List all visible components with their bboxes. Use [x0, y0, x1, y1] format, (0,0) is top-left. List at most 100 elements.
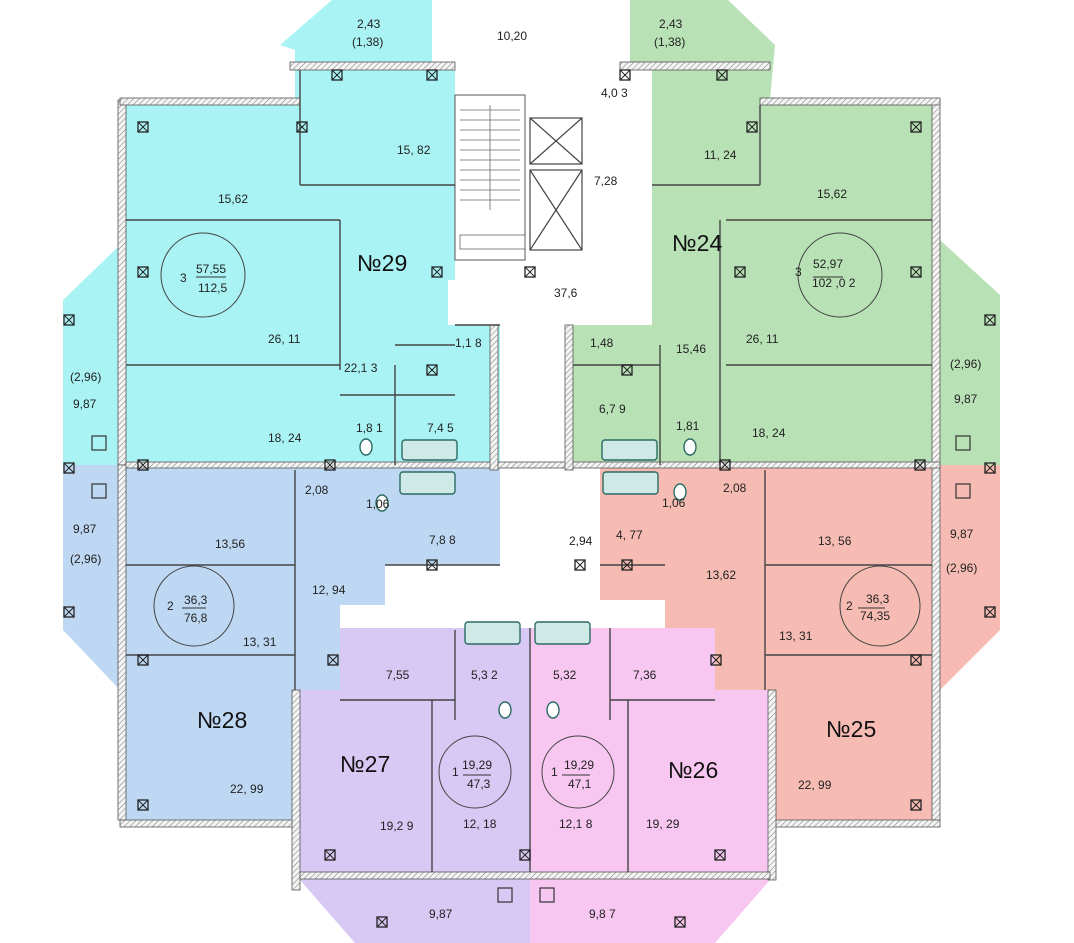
- apt24-rooms: 3: [795, 265, 802, 279]
- toilet-29: [359, 438, 373, 456]
- info-circle-27: [438, 735, 512, 809]
- bathtub-27: [464, 621, 521, 645]
- area-label: 1,06: [366, 497, 390, 511]
- area-label: 1,06: [662, 496, 686, 510]
- area-label: 15, 82: [397, 143, 431, 157]
- apartment-26-fill: [530, 628, 770, 943]
- area-label: 1,48: [590, 336, 614, 350]
- bathtub-25: [602, 471, 659, 495]
- area-label: 7,4 5: [427, 421, 454, 435]
- toilet-24: [683, 438, 697, 456]
- apt24-living: 52,97: [813, 257, 843, 271]
- info-circle-28: [153, 565, 235, 647]
- apt25-total: 74,35: [860, 609, 890, 623]
- room-area-labels: 2,43 (1,38) 2,43 (1,38) 10,20 4,0 3 7,28…: [70, 17, 981, 921]
- area-label: 9,87: [954, 392, 978, 406]
- apartment-24-label: №24: [672, 230, 722, 256]
- apt24-total: 102 ,0 2: [812, 276, 856, 290]
- apt26-rooms: 1: [551, 765, 558, 779]
- toilet-28: [375, 494, 389, 512]
- area-label: 2,08: [305, 483, 329, 497]
- apartment-27-area[interactable]: [295, 628, 530, 943]
- apartment-28-area[interactable]: [63, 465, 500, 820]
- bathroom-fixtures: [359, 438, 697, 719]
- fraction-lines: [182, 276, 885, 776]
- toilet-25: [673, 483, 687, 501]
- apartment-27-fill: [295, 628, 530, 943]
- area-label: 1,8 1: [356, 421, 383, 435]
- area-label: 2,94: [569, 534, 593, 548]
- area-label: 9,87: [950, 527, 974, 541]
- area-label: 1,81: [676, 419, 700, 433]
- info-circle-25: [839, 565, 921, 647]
- area-label: 26, 11: [746, 332, 779, 346]
- apt25-rooms: 2: [846, 599, 853, 613]
- area-label: 7,36: [633, 668, 657, 682]
- area-label: 1,1 8: [455, 336, 482, 350]
- apt28-living: 36,3: [184, 593, 208, 607]
- apartment-26-area[interactable]: [530, 628, 770, 943]
- apartment-28-fill: [63, 465, 500, 820]
- area-label: 7,28: [594, 174, 618, 188]
- area-label: 13, 31: [243, 635, 277, 649]
- area-label: 12, 94: [312, 583, 346, 597]
- apt25-living: 36,3: [866, 592, 890, 606]
- staircase: [459, 105, 526, 250]
- apt26-living: 19,29: [564, 758, 594, 772]
- area-label: 4, 77: [616, 528, 643, 542]
- area-label: 22, 99: [230, 782, 264, 796]
- apartment-24-fill: [565, 0, 1000, 465]
- area-label: 22,1 3: [344, 361, 378, 375]
- area-label: 12,1 8: [559, 817, 593, 831]
- apt29-living: 57,55: [196, 262, 226, 276]
- apt28-total: 76,8: [184, 611, 208, 625]
- area-label: 2,43: [659, 17, 683, 31]
- area-label: 7,55: [386, 668, 410, 682]
- apartment-28-label: №28: [197, 707, 247, 733]
- apt29-total: 112,5: [198, 281, 227, 295]
- apt28-rooms: 2: [167, 599, 174, 613]
- info-circle-29: [160, 232, 246, 318]
- area-label: 5,32: [553, 668, 577, 682]
- area-label: 10,20: [497, 29, 527, 43]
- toilet-26: [546, 701, 560, 719]
- area-label: 15,62: [218, 192, 248, 206]
- apartment-29-fill: [63, 0, 500, 465]
- apt27-living: 19,29: [462, 758, 492, 772]
- area-label: 15,46: [676, 342, 706, 356]
- bathtub-26: [534, 621, 591, 645]
- area-label: (1,38): [352, 35, 383, 49]
- area-label: 12, 18: [463, 817, 497, 831]
- area-label: (1,38): [654, 35, 685, 49]
- apartment-25-area[interactable]: [600, 465, 1000, 820]
- apartment-26-label: №26: [668, 757, 718, 783]
- area-label: 22, 99: [798, 778, 832, 792]
- apt29-rooms: 3: [180, 271, 187, 285]
- exterior-walls: [117, 61, 941, 891]
- area-label: (2,96): [70, 370, 101, 384]
- area-label: 18, 24: [752, 426, 786, 440]
- area-label: 13, 56: [818, 534, 852, 548]
- area-label: 37,6: [554, 286, 578, 300]
- area-label: (2,96): [946, 561, 977, 575]
- apt27-total: 47,3: [467, 777, 491, 791]
- area-label: 9,87: [73, 397, 97, 411]
- area-label: 15,62: [817, 187, 847, 201]
- area-label: 9,87: [73, 522, 97, 536]
- apt27-rooms: 1: [452, 765, 459, 779]
- apt26-total: 47,1: [568, 777, 592, 791]
- bathtub-28: [399, 471, 456, 495]
- bathtub-24: [601, 439, 658, 461]
- area-label: 9,8 7: [589, 907, 616, 921]
- info-circle-26: [541, 735, 615, 809]
- apartment-24-area[interactable]: [565, 0, 1000, 465]
- area-label: 13,62: [706, 568, 736, 582]
- area-label: 6,7 9: [599, 402, 626, 416]
- area-label: 7,8 8: [429, 533, 456, 547]
- area-label: 9,87: [429, 907, 453, 921]
- area-label: 18, 24: [268, 431, 302, 445]
- apartment-29-area[interactable]: [63, 0, 500, 465]
- apartment-27-label: №27: [340, 751, 390, 777]
- area-label: 19,2 9: [380, 819, 414, 833]
